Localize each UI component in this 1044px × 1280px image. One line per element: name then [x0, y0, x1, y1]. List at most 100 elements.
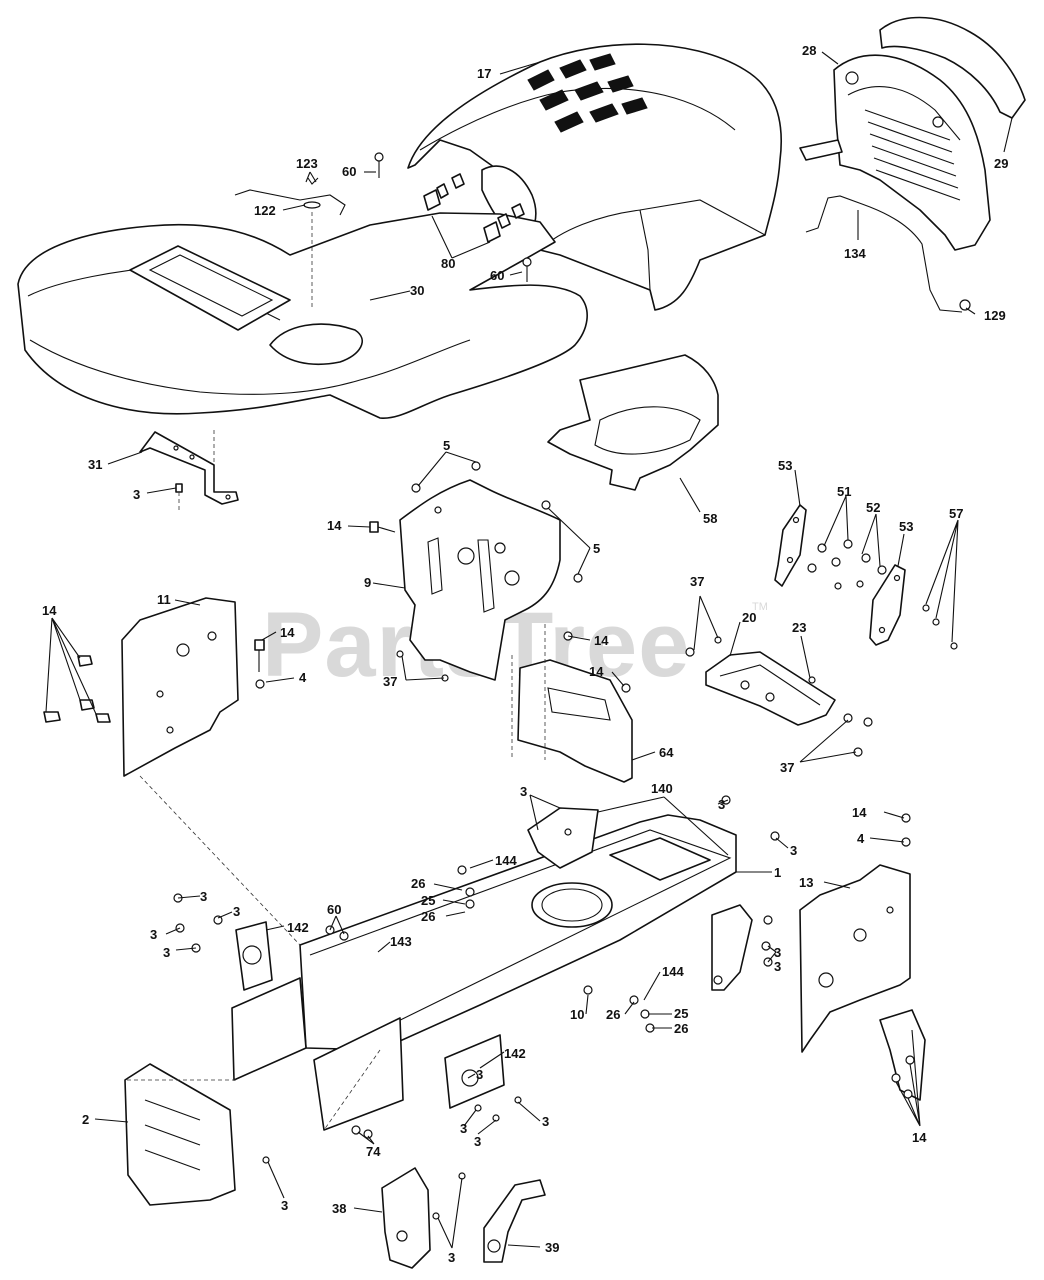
- bracket-20: [705, 651, 836, 726]
- callout-3: 3: [774, 945, 781, 960]
- callout-3: 3: [476, 1067, 483, 1082]
- bracket-39: [483, 1179, 546, 1263]
- callout-1: 1: [774, 865, 781, 880]
- bolt-60a: [374, 152, 384, 178]
- bracket-64: [511, 624, 633, 783]
- callout-5: 5: [443, 438, 450, 453]
- callout-4: 4: [299, 670, 307, 685]
- bolt-123: [303, 177, 321, 209]
- callout-13: 13: [799, 875, 813, 890]
- callout-64: 64: [659, 745, 674, 760]
- callout-60: 60: [342, 164, 356, 179]
- callout-5: 5: [593, 541, 600, 556]
- grille-part: [799, 54, 991, 251]
- main-frame-1: [231, 814, 737, 1131]
- side-plate-13: [799, 864, 926, 1101]
- callout-37: 37: [383, 674, 397, 689]
- callout-37: 37: [690, 574, 704, 589]
- bracket-31: [139, 430, 239, 505]
- callout-3: 3: [133, 487, 140, 502]
- callout-11: 11: [157, 592, 171, 607]
- callout-123: 123: [296, 156, 318, 171]
- callout-31: 31: [88, 457, 102, 472]
- callout-25: 25: [421, 893, 435, 908]
- callout-143: 143: [390, 934, 412, 949]
- leader-lines: [45, 51, 1013, 1249]
- callout-3: 3: [774, 959, 781, 974]
- callout-129: 129: [984, 308, 1006, 323]
- hitch-bracket: [711, 904, 753, 991]
- callout-26: 26: [421, 909, 435, 924]
- callout-14: 14: [912, 1130, 927, 1145]
- callout-3: 3: [474, 1134, 481, 1149]
- callout-60: 60: [490, 268, 504, 283]
- bumper-part: [879, 16, 1026, 119]
- callout-3: 3: [718, 797, 725, 812]
- callout-58: 58: [703, 511, 717, 526]
- callout-60: 60: [327, 902, 341, 917]
- callout-3: 3: [542, 1114, 549, 1129]
- callout-51: 51: [837, 484, 851, 499]
- callout-4: 4: [857, 831, 865, 846]
- bolt-14a: [369, 521, 396, 533]
- callout-3: 3: [233, 904, 240, 919]
- callout-30: 30: [410, 283, 424, 298]
- callout-17: 17: [477, 66, 491, 81]
- callout-10: 10: [570, 1007, 584, 1022]
- callout-144: 144: [662, 964, 684, 979]
- bolt-60b: [522, 257, 532, 282]
- callout-3: 3: [790, 843, 797, 858]
- callout-25: 25: [674, 1006, 688, 1021]
- callout-38: 38: [332, 1201, 346, 1216]
- small-fasteners: [173, 631, 915, 1220]
- callout-140: 140: [651, 781, 673, 796]
- callout-3: 3: [448, 1250, 455, 1265]
- callout-20: 20: [742, 610, 756, 625]
- bracket-53b: [869, 564, 906, 646]
- callout-52: 52: [866, 500, 880, 515]
- callout-3: 3: [200, 889, 207, 904]
- watermark-tm: TM: [752, 601, 768, 613]
- callout-134: 134: [844, 246, 866, 261]
- callout-37: 37: [780, 760, 794, 775]
- callout-26: 26: [411, 876, 425, 891]
- bracket-38: [381, 1167, 431, 1269]
- callout-14: 14: [594, 633, 609, 648]
- callout-3: 3: [460, 1121, 467, 1136]
- callout-144: 144: [495, 853, 517, 868]
- bolt-14-4: [254, 639, 265, 689]
- callout-3: 3: [281, 1198, 288, 1213]
- callout-23: 23: [792, 620, 806, 635]
- callout-26: 26: [674, 1021, 688, 1036]
- callout-122: 122: [254, 203, 276, 218]
- callout-14: 14: [42, 603, 57, 618]
- seat-pan-58: [547, 354, 719, 491]
- side-panel-11: [43, 597, 239, 777]
- callout-labels: 17 28 29 123 60 122 80 60 30 134 129 31 …: [42, 43, 1008, 1265]
- washer: [959, 299, 971, 311]
- fender-part: [17, 189, 588, 419]
- bolt-3a: [175, 483, 183, 510]
- bracket-rod: [805, 195, 963, 313]
- hood-part: [407, 43, 783, 311]
- bracket-53a: [774, 504, 807, 587]
- callout-2: 2: [82, 1112, 89, 1127]
- callout-29: 29: [994, 156, 1008, 171]
- callout-3: 3: [520, 784, 527, 799]
- callout-9: 9: [364, 575, 371, 590]
- nut-5b: [541, 500, 583, 583]
- callout-142: 142: [504, 1046, 526, 1061]
- callout-57: 57: [949, 506, 963, 521]
- callout-74: 74: [366, 1144, 381, 1159]
- callout-14: 14: [852, 805, 867, 820]
- callout-80: 80: [441, 256, 455, 271]
- callout-3: 3: [163, 945, 170, 960]
- dash-panel-9: [399, 479, 561, 681]
- callout-26: 26: [606, 1007, 620, 1022]
- callout-14: 14: [327, 518, 342, 533]
- callout-3: 3: [150, 927, 157, 942]
- bumpers-80: [423, 173, 525, 243]
- callout-53: 53: [778, 458, 792, 473]
- callout-142: 142: [287, 920, 309, 935]
